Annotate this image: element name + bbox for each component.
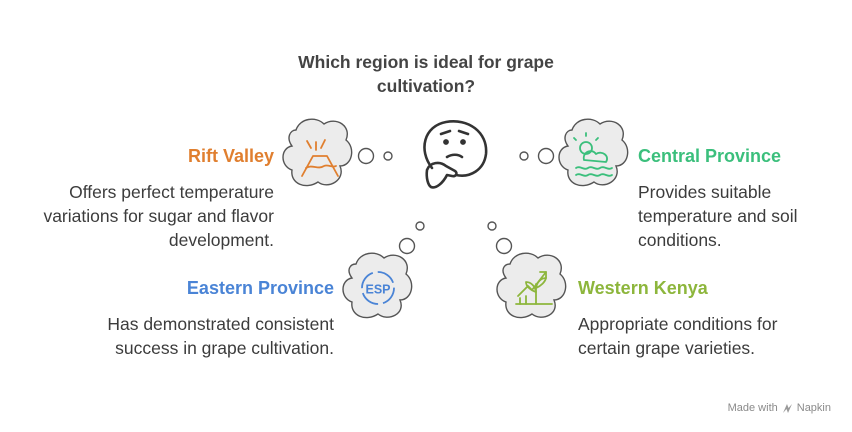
central-province-title: Central Province [638, 146, 782, 166]
esp-badge-text: ESP [365, 283, 390, 297]
eastern-province-title: Eastern Province [186, 278, 334, 298]
thought-dot-west-large [495, 237, 513, 255]
volcano-icon [301, 139, 339, 177]
napkin-watermark: Made with Napkin [728, 402, 831, 414]
napkin-brand-label: Napkin [796, 402, 831, 414]
made-with-label: Made with [727, 402, 778, 414]
thought-dot-central-small [519, 151, 529, 161]
plant-growth-icon [515, 271, 553, 305]
western-kenya-description: Appropriate conditions for certain grape… [578, 314, 778, 358]
rift-valley-description: Offers perfect temperature variations fo… [43, 182, 274, 250]
cloud-eastern-province: ESP [342, 252, 413, 319]
cloud-western-kenya [496, 252, 567, 319]
cloud-rift-valley [282, 118, 353, 187]
thinking-face-icon [423, 120, 488, 189]
thought-dot-east-small [415, 221, 425, 231]
diagram-question: Which region is ideal for grape cultivat… [298, 52, 554, 96]
thought-dot-rift-small [383, 151, 393, 161]
western-kenya-title: Western Kenya [578, 278, 708, 298]
sun-cloud-waves-icon [573, 132, 613, 177]
thought-dot-central-large [537, 147, 555, 165]
esp-badge-icon: ESP [361, 271, 395, 305]
central-province-description: Provides suitable temperature and soil c… [638, 182, 798, 250]
eastern-province-description: Has demonstrated consistent success in g… [107, 314, 334, 358]
rift-valley-title: Rift Valley [187, 146, 274, 166]
cloud-central-province [558, 118, 629, 187]
thought-dot-rift-large [357, 147, 375, 165]
napkin-logo-icon [782, 403, 792, 413]
thought-dot-west-small [487, 221, 497, 231]
thought-dot-east-large [398, 237, 416, 255]
